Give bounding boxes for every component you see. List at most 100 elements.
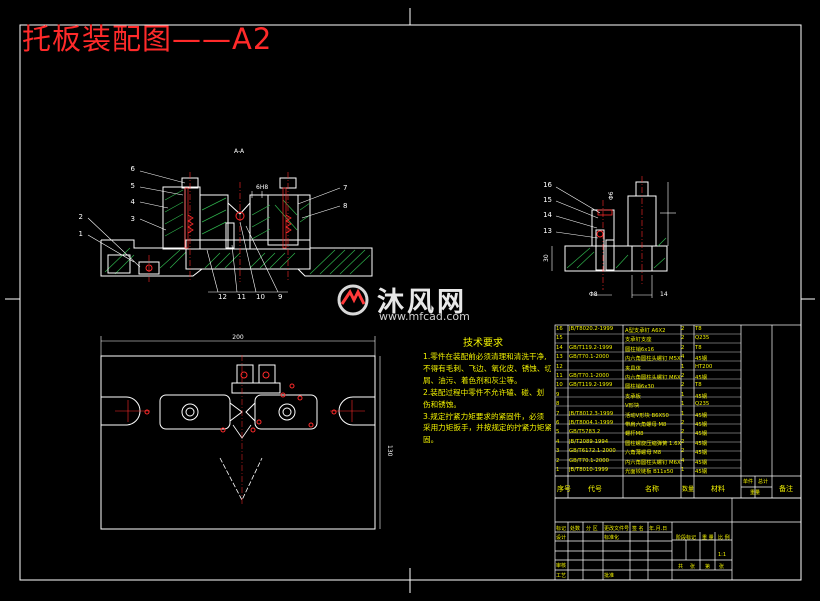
tb-label: 张 xyxy=(719,564,725,570)
bom-cell-qty: 2 xyxy=(681,448,685,455)
drawing-title: 托板装配图——A2 xyxy=(22,22,273,56)
tb-scale: 1:1 xyxy=(718,552,727,558)
tb-label: 第 xyxy=(705,564,711,570)
tb-label: 工艺 xyxy=(556,573,567,579)
top-plan-view: 200 130 xyxy=(100,334,393,530)
bom-cell-mat: Q235 xyxy=(695,401,710,408)
tb-label: 年.月.日 xyxy=(649,526,668,532)
bom-header-total: 总计 xyxy=(758,479,769,485)
bom-cell-mat: 45钢 xyxy=(695,431,708,438)
tech-line: 屑、油污、着色剂和灰尘等。 xyxy=(423,375,522,385)
callout-5: 5 xyxy=(131,182,135,190)
bom-cell-code: GB/T70.1-2000 xyxy=(569,354,609,361)
bom-cell-code: JB/T2089-1994 xyxy=(569,438,609,445)
bom-cell-name: V形块 xyxy=(625,403,640,410)
bom-cell-qty: 2 xyxy=(681,438,685,445)
bom-cell-qty: 2 xyxy=(681,382,685,389)
bom-header-material: 材料 xyxy=(711,485,725,493)
callout-14: 14 xyxy=(543,211,552,219)
bom-header-no: 序号 xyxy=(557,485,571,493)
mfcad-logo-icon xyxy=(337,284,369,316)
bom-cell-code: JB/T8020.2-1999 xyxy=(569,326,614,332)
svg-text:Φ8: Φ8 xyxy=(589,291,598,298)
callout-1: 1 xyxy=(79,230,83,238)
bom-cell-code: GB/T70.1-2000 xyxy=(569,457,609,464)
bom-header-name: 名称 xyxy=(645,485,659,493)
tb-label: 签 名 xyxy=(632,526,644,532)
tech-requirements-title: 技术要求 xyxy=(463,338,503,349)
bom-cell-qty: 4 xyxy=(681,457,685,464)
bom-cell-name: 内六角圆柱头螺钉 M6X20 xyxy=(625,375,681,381)
bom-cell-name: 带肩六角螺母 M8 xyxy=(625,422,667,428)
bom-cell-name: A型支承钉 A6X2 xyxy=(625,328,666,334)
bom-cell-no: 6 xyxy=(556,420,560,426)
watermark-url: www.mfcad.com xyxy=(379,310,470,323)
bom-cell-mat: HT200 xyxy=(695,363,713,370)
bom-cell-mat: 45钢 xyxy=(695,375,708,381)
bom-cell-no: 11 xyxy=(556,373,563,379)
bom-cell-mat: 45钢 xyxy=(695,393,708,400)
bom-cell-mat: T8 xyxy=(695,344,702,351)
tech-line: 不得有毛刺、飞边、氧化皮、锈蚀、切 xyxy=(423,363,551,373)
bom-cell-qty: 2 xyxy=(681,373,685,379)
bom-cell-name: 活动V形块 B6X50 xyxy=(625,412,669,419)
tech-line: 3.规定拧紧力矩要求的紧固件，必须 xyxy=(423,411,545,421)
dim-plan-height: 130 xyxy=(386,445,393,457)
bom-table-grid xyxy=(554,324,802,580)
callout-13: 13 xyxy=(543,227,552,235)
bom-cell-no: 14 xyxy=(556,344,563,351)
dim-side-height: 30 xyxy=(543,254,550,262)
bom-header-code: 代号 xyxy=(588,485,602,493)
tech-line: 2.装配过程中零件不允许磕、碰、划 xyxy=(423,387,545,397)
tb-label: 处数 xyxy=(570,526,581,532)
bom-cell-qty: 1 xyxy=(681,363,685,370)
bom-cell-qty: 2 xyxy=(681,335,685,342)
front-section-view: A-A xyxy=(79,148,373,301)
bom-cell-mat: 45钢 xyxy=(695,356,708,363)
bom-cell-qty: 1 xyxy=(681,467,685,473)
callout-8: 8 xyxy=(343,202,347,210)
bom-cell-code: JB/T8012.3-1999 xyxy=(569,410,614,417)
bom-cell-code: GB/T119.2-1999 xyxy=(569,344,613,351)
tb-label: 设计 xyxy=(556,535,567,541)
callout-6: 6 xyxy=(131,165,136,173)
bom-cell-name: 圆柱销6x16 xyxy=(625,346,655,353)
tech-line: 伤和锈蚀。 xyxy=(423,399,461,409)
callout-4: 4 xyxy=(131,198,136,206)
bom-cell-name: 夹具体 xyxy=(625,365,641,372)
bom-cell-name: 光面铰链板 B11x50 xyxy=(625,469,674,475)
callout-10: 10 xyxy=(256,293,265,301)
bom-cell-no: 15 xyxy=(556,335,563,342)
bom-header-qty: 数量 xyxy=(682,486,695,493)
bom-cell-no: 7 xyxy=(556,410,560,417)
bom-cell-name: 内六角圆柱头螺钉 M6X25 xyxy=(625,459,681,466)
tb-label: 重 量 xyxy=(702,535,714,541)
bom-cell-no: 13 xyxy=(556,354,563,361)
tb-label: 标记 xyxy=(556,526,567,532)
watermark: 沐风网 www.mfcad.com xyxy=(333,280,503,324)
bom-cell-name: 内六角圆柱头螺钉 M5X12 xyxy=(625,356,681,363)
watermark-brand: 沐风网 xyxy=(377,287,467,318)
bom-cell-no: 3 xyxy=(556,448,560,455)
bom-cell-mat: 45钢 xyxy=(695,412,708,419)
tech-requirements-text: 1.零件在装配前必须清理和清洗干净, 不得有毛刺、飞边、氧化皮、锈蚀、切 屑、油… xyxy=(423,351,551,446)
bom-cell-mat: Q235 xyxy=(695,335,710,342)
bom-cell-mat: 45钢 xyxy=(695,459,708,466)
callout-9: 9 xyxy=(278,293,282,301)
section-label: A-A xyxy=(234,148,245,155)
dim-plan-width: 200 xyxy=(232,334,244,341)
tb-label: 批准 xyxy=(604,573,615,579)
bom-cell-mat: T8 xyxy=(695,382,702,389)
bom-cell-name: 圆柱螺旋压缩弹簧 1.6X8X18.5 xyxy=(625,440,681,447)
bom-cell-code: JB/T8004.1-1999 xyxy=(569,420,614,426)
